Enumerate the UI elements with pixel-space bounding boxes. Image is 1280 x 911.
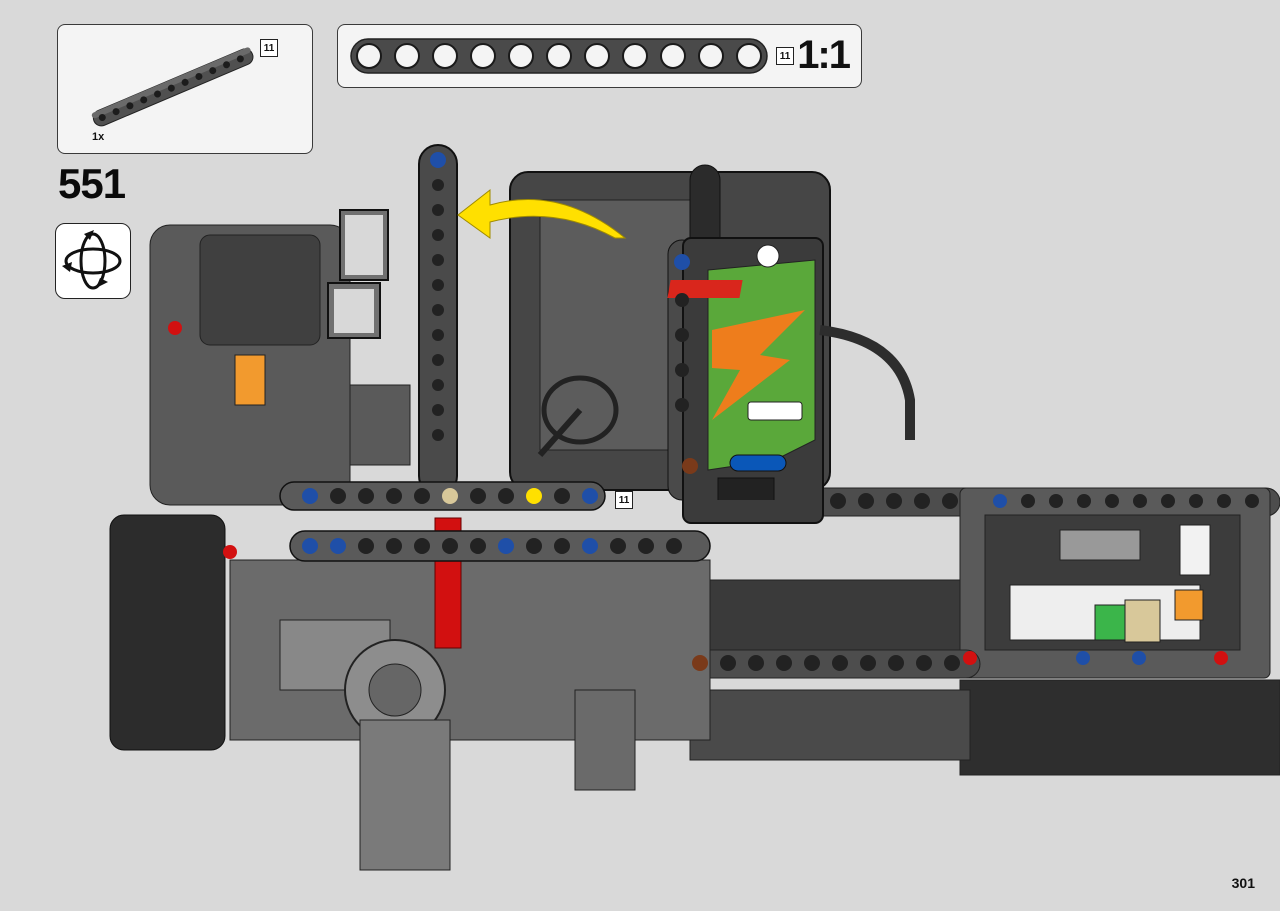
scale-length-badge: 11 xyxy=(776,47,794,65)
beam-part-image xyxy=(91,47,254,127)
part-quantity: 1x xyxy=(92,131,105,143)
model-beam-length-badge: 11 xyxy=(615,491,633,509)
rotate-model-icon xyxy=(55,223,131,299)
parts-needed-panel: 11 1x xyxy=(57,24,313,154)
gearbox xyxy=(1009,524,1211,643)
step-number: 551 xyxy=(58,160,126,207)
beam-holes xyxy=(168,152,1259,671)
part-length-badge: 11 xyxy=(260,39,278,57)
sticker-panel xyxy=(667,237,824,524)
scale-label: 1:1 xyxy=(797,33,851,77)
scale-panel: 11 1:1 xyxy=(337,24,862,88)
beam-scale-image xyxy=(350,38,768,74)
page-number: 301 xyxy=(1231,875,1255,891)
movement-arrow xyxy=(457,188,627,239)
